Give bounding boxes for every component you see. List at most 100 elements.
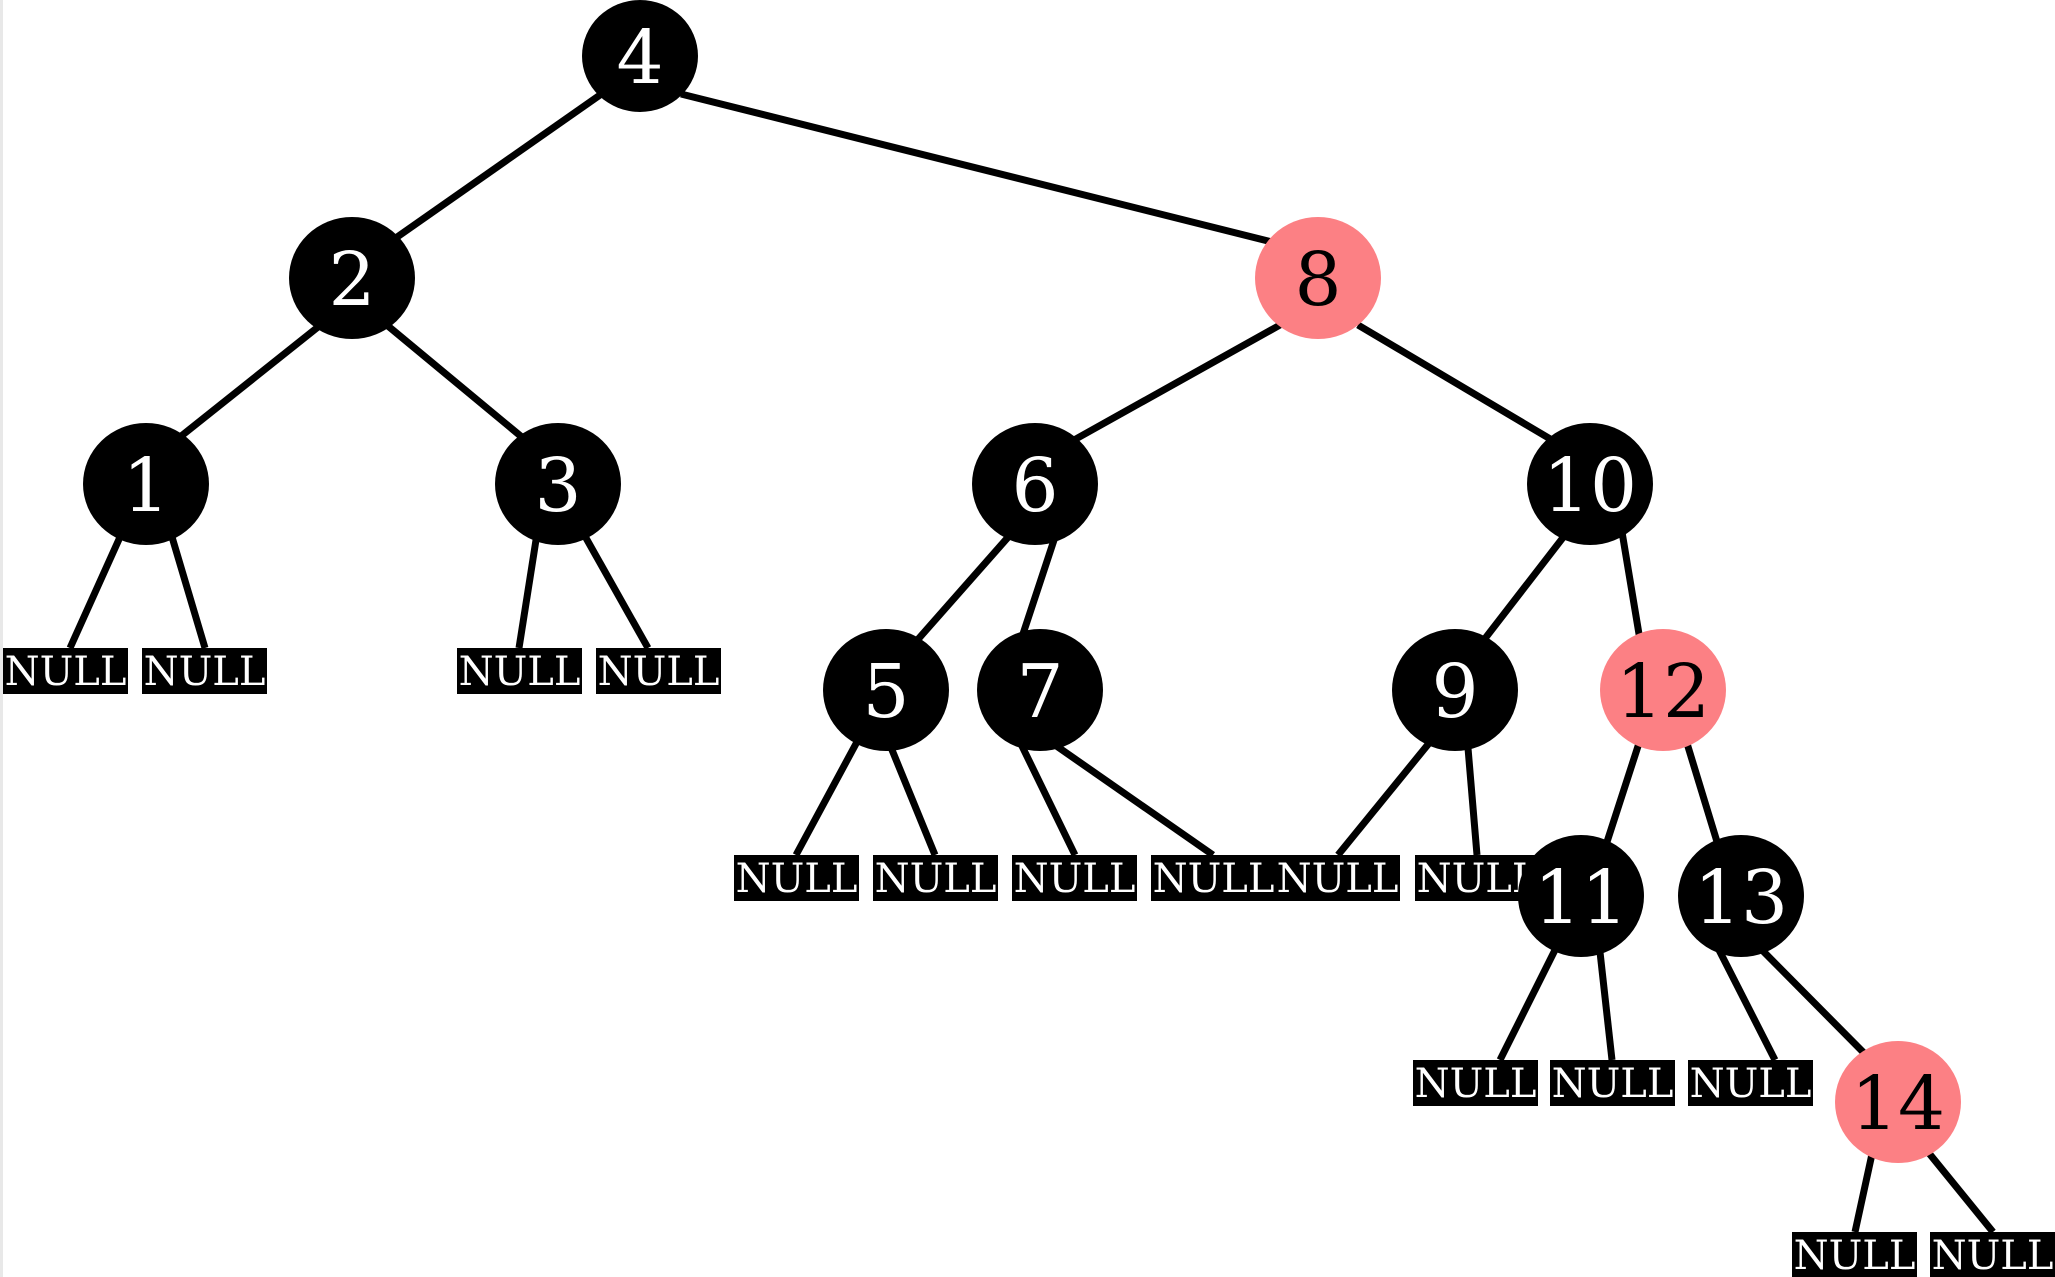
black-node-circle [1518,835,1644,957]
tree-edge [792,738,862,857]
tree-edge [1335,739,1433,858]
red-node-circle [1835,1041,1961,1163]
null-label: NULL [598,649,720,695]
null-box [457,648,582,694]
black-node-circle [1678,835,1804,957]
null-label: NULL [1552,1061,1674,1107]
tree-edge [1016,535,1059,645]
tree-node-13[interactable]: 13 [1678,835,1804,957]
edges-layer [66,90,1996,1235]
node-key-label: 13 [1694,855,1788,941]
tree-edge [1602,738,1644,847]
tree-node-1[interactable]: 1 [83,423,209,545]
black-node-circle [1392,629,1518,751]
node-key-label: 11 [1534,855,1628,941]
black-node-circle [83,423,209,545]
tree-node-4[interactable]: 4 [582,0,698,112]
tree-node-9[interactable]: 9 [1392,629,1518,751]
black-node-circle [289,217,415,339]
null-leaf[interactable]: NULL [873,855,998,902]
null-leaf[interactable]: NULL [734,855,859,902]
node-key-label: 5 [862,649,909,735]
tree-edge [1757,945,1867,1056]
tree-node-7[interactable]: 7 [977,629,1103,751]
black-node-circle [582,0,698,112]
tree-edge [1356,321,1554,444]
node-key-label: 7 [1016,649,1063,735]
null-label: NULL [1153,856,1275,902]
null-leaf[interactable]: NULL [1550,1060,1675,1107]
tree-edge [1464,747,1481,856]
null-label: NULL [144,649,266,695]
node-key-label: 3 [534,443,581,529]
null-leaf[interactable]: NULL [1792,1232,1917,1277]
null-label: NULL [1794,1233,1916,1277]
node-key-label: 6 [1011,443,1058,529]
null-label: NULL [5,649,127,695]
tree-node-12[interactable]: 12 [1600,629,1726,751]
tree-edge [1851,1153,1876,1233]
null-leaf[interactable]: NULL [1688,1060,1813,1107]
tree-edge [1072,321,1282,444]
null-box [1688,1060,1813,1106]
tree-node-14[interactable]: 14 [1835,1041,1961,1163]
null-leaf[interactable]: NULL [1151,855,1276,902]
null-label: NULL [1415,1061,1537,1107]
tree-edge [168,536,209,649]
tree-node-10[interactable]: 10 [1527,423,1653,545]
null-leaf[interactable]: NULL [1275,855,1400,902]
tree-edge [1053,742,1215,858]
null-label: NULL [459,649,581,695]
tree-edge [515,539,540,649]
null-leaf[interactable]: NULL [1930,1232,2055,1277]
tree-edge [177,324,321,440]
tree-node-2[interactable]: 2 [289,217,415,339]
black-node-circle [977,629,1103,751]
null-box [1275,855,1400,901]
null-leaf[interactable]: NULL [142,648,267,695]
tree-node-3[interactable]: 3 [495,423,621,545]
null-box [873,855,998,901]
node-key-label: 10 [1543,443,1637,529]
tree-edge [1682,738,1722,847]
null-leaf[interactable]: NULL [596,648,721,695]
node-key-label: 4 [616,15,663,101]
red-node-circle [1255,217,1381,339]
tree-node-6[interactable]: 6 [972,423,1098,545]
tree-edge [1596,951,1616,1061]
null-leaf[interactable]: NULL [1413,1060,1538,1107]
tree-edge [66,535,124,650]
null-leaf[interactable]: NULL [1415,855,1540,902]
tree-node-5[interactable]: 5 [823,629,949,751]
null-leaf[interactable]: NULL [457,648,582,695]
red-node-circle [1600,629,1726,751]
black-node-circle [972,423,1098,545]
tree-edge [1496,946,1560,1062]
tree-edge [680,90,1277,247]
null-label: NULL [1277,856,1399,902]
null-box [1930,1232,2055,1277]
null-label: NULL [1690,1061,1812,1107]
tree-edge [1016,740,1079,857]
tree-edge [1477,532,1568,648]
node-key-label: 8 [1294,237,1341,323]
null-box [734,855,859,901]
null-box [1550,1060,1675,1106]
null-box [142,648,267,694]
null-leaf[interactable]: NULL [3,648,128,695]
null-label: NULL [875,856,997,902]
node-key-label: 12 [1616,649,1710,735]
tree-node-8[interactable]: 8 [1255,217,1381,339]
tree-edge [1618,531,1644,641]
black-node-circle [823,629,949,751]
null-label: NULL [1932,1233,2054,1277]
null-box [1012,855,1137,901]
black-node-circle [1527,423,1653,545]
null-leaf[interactable]: NULL [1012,855,1137,902]
null-box [1792,1232,1917,1277]
tree-node-11[interactable]: 11 [1518,835,1644,957]
